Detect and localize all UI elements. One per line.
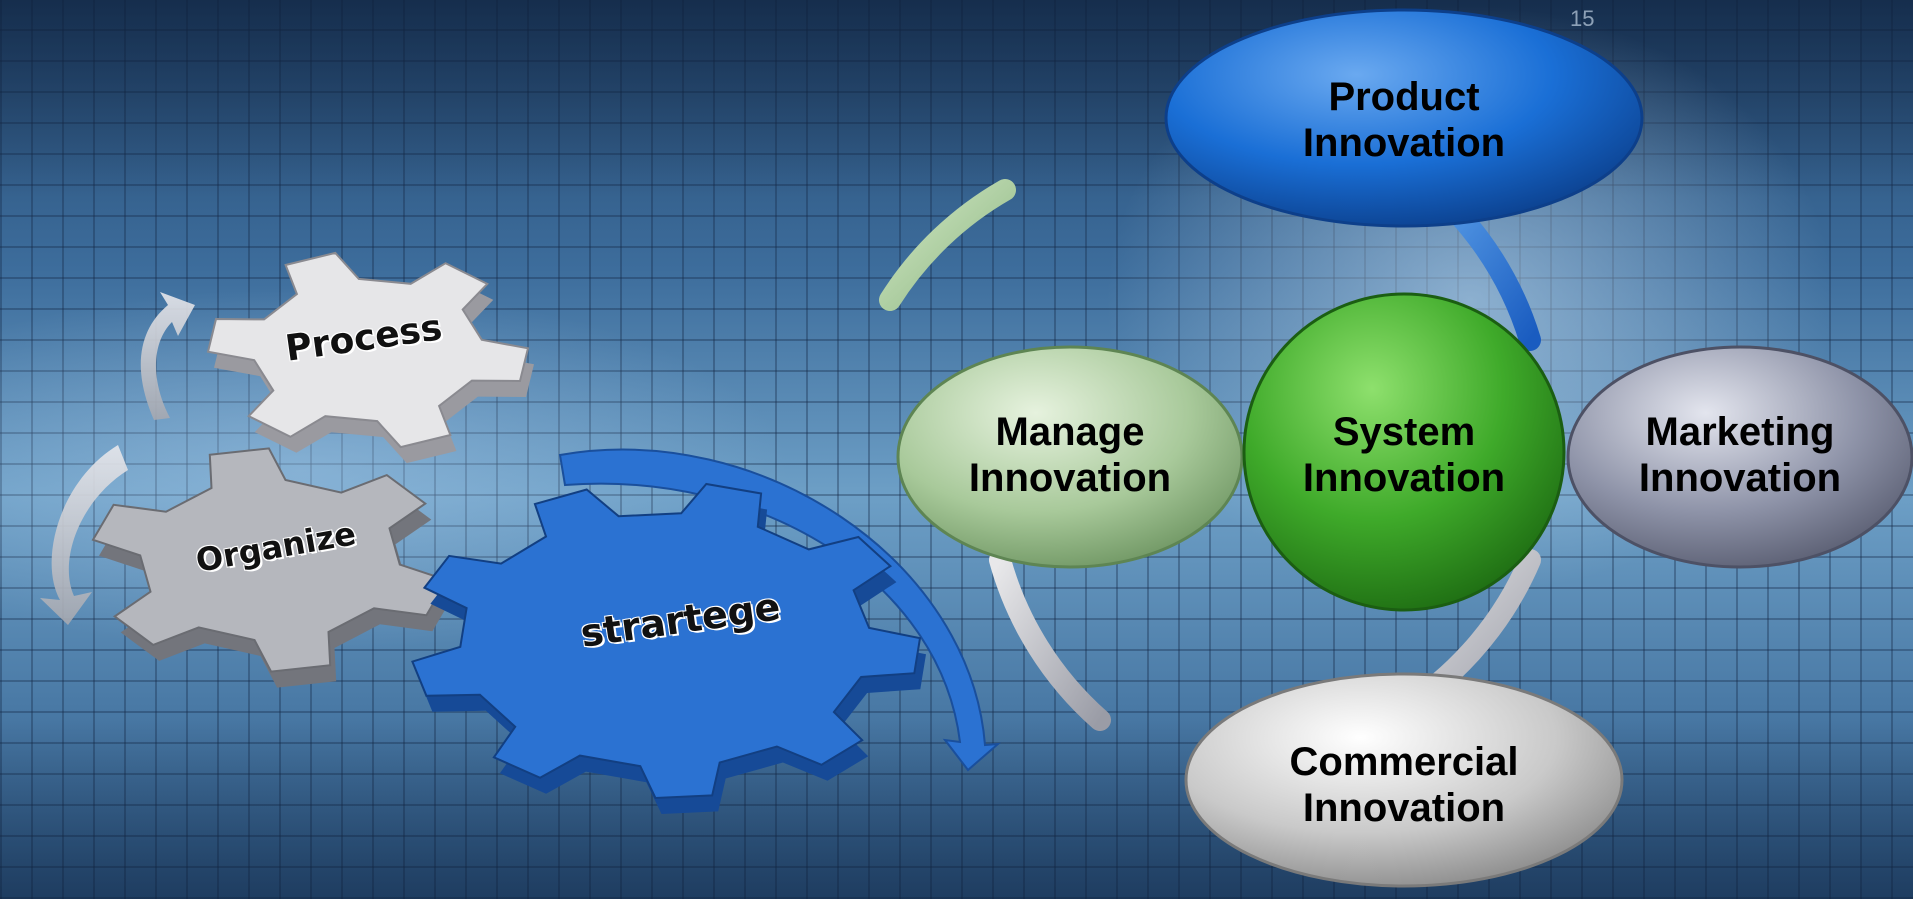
gear-organize-face	[91, 447, 449, 673]
gear-strategy-face	[411, 482, 922, 800]
label-manage-innovation: Manage Innovation	[968, 410, 1172, 500]
gear-organize-icon	[91, 447, 453, 688]
ring-segment-top-left	[879, 179, 1016, 311]
background-tick-label: 15	[1570, 6, 1595, 31]
label-commercial-innovation: Commercial Innovation	[1289, 740, 1519, 830]
ellipse-product	[1164, 8, 1644, 228]
label-marketing-innovation: Marketing Innovation	[1638, 410, 1842, 500]
label-system-innovation: System Innovation	[1302, 410, 1506, 500]
arrow-organize-icon	[40, 445, 128, 625]
ellipse-marketing	[1566, 345, 1913, 569]
gear-strategy-icon	[411, 482, 926, 814]
gear-process-icon	[206, 251, 534, 464]
arrow-process-icon	[140, 292, 195, 420]
gear-process-face	[206, 251, 530, 449]
ellipse-manage	[896, 345, 1244, 569]
label-product-innovation: Product Innovation	[1302, 75, 1506, 165]
ellipse-system	[1242, 292, 1566, 612]
ring-segment-bottom-left	[989, 549, 1111, 731]
ellipse-commercial	[1184, 672, 1624, 888]
